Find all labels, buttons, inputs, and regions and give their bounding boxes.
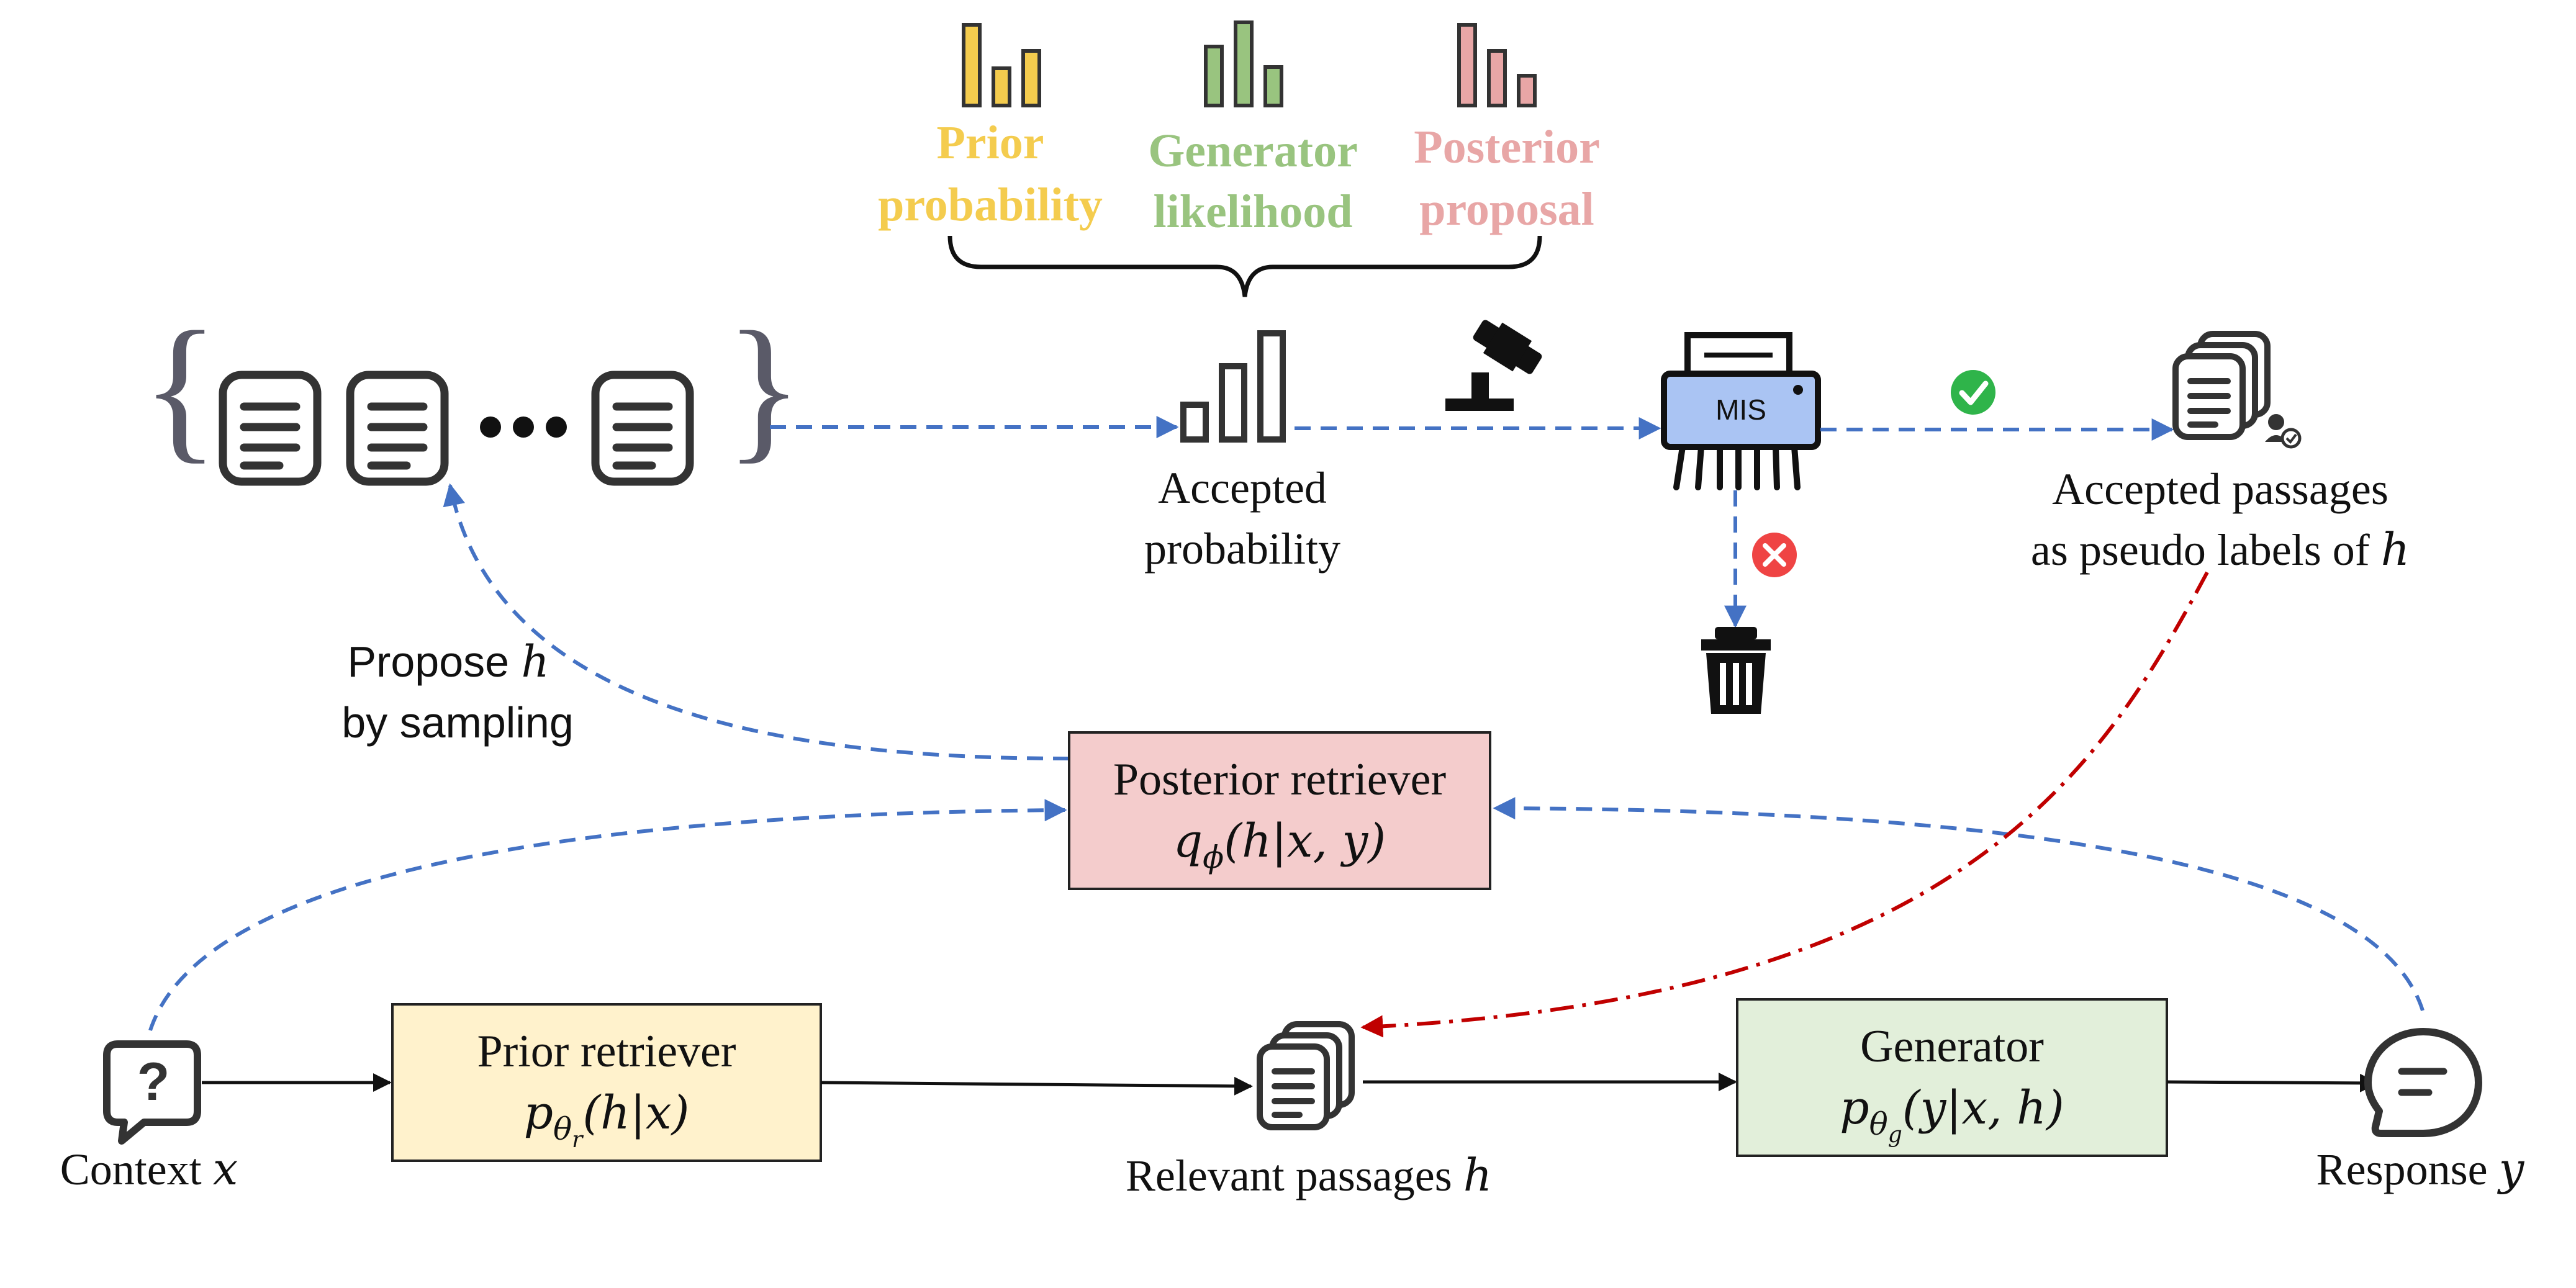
document-stack-icon xyxy=(1260,1024,1352,1127)
accepted-passages-line1: Accepted passages xyxy=(2052,464,2388,514)
propose-var: h xyxy=(522,636,549,687)
prior-retriever-box xyxy=(391,1003,822,1162)
set-open-brace: { xyxy=(142,299,219,477)
shredder-icon xyxy=(1661,332,1821,490)
trash-icon xyxy=(1701,627,1771,714)
posterior-title-line1: Posterior xyxy=(1414,121,1600,173)
generator-box xyxy=(1736,998,2168,1157)
posterior-retriever-formula: qϕ(h|x, y) xyxy=(1173,814,1386,875)
propose-line1: Propose h xyxy=(347,636,549,687)
chat-bubble-icon xyxy=(2364,1028,2482,1137)
prior-title-line2: probability xyxy=(878,179,1103,231)
prior-title-line1: Prior xyxy=(936,117,1044,169)
posterior-retriever-box xyxy=(1068,731,1491,890)
arrow-generator-to-response xyxy=(2166,1073,2379,1092)
check-circle-icon xyxy=(1951,370,1995,415)
accepted-passages-line2: as pseudo labels of h xyxy=(2031,523,2410,575)
approval-stamp-icon xyxy=(2265,414,2302,449)
document-icon xyxy=(350,375,445,482)
document-icon xyxy=(595,375,690,482)
question-bubble-icon xyxy=(103,1040,201,1145)
flow-arrow-context-to-posterior xyxy=(148,799,1067,1031)
posterior-proposal-chart-icon xyxy=(1457,23,1537,107)
accepted-passages-line2-text: as pseudo labels of xyxy=(2031,525,2381,575)
arrow-prior-to-relevant xyxy=(820,1076,1253,1096)
propose-line2: by sampling xyxy=(341,698,574,747)
flow-arrow-response-to-posterior xyxy=(1493,797,2425,1011)
prior-retriever-formula: pθr(h|x) xyxy=(524,1086,690,1153)
ellipsis-icon xyxy=(480,417,567,438)
generator-title-line2: likelihood xyxy=(1154,186,1353,238)
flow-arrow-posterior-to-set xyxy=(443,483,1070,760)
posterior-retriever-title: Posterior retriever xyxy=(1113,754,1446,805)
generator-title: Generator xyxy=(1860,1021,2044,1072)
bar-chart-icon xyxy=(1180,330,1286,443)
generator-formula: pθg(y|x, h) xyxy=(1840,1081,2064,1148)
generator-likelihood-chart-icon xyxy=(1204,20,1283,107)
accepted-probability-line1: Accepted xyxy=(1158,463,1327,513)
accepted-passages-var: h xyxy=(2381,523,2410,575)
grouping-brace xyxy=(947,235,1542,297)
gavel-icon xyxy=(1445,320,1542,411)
generator-title-line1: Generator xyxy=(1148,125,1358,177)
document-icon xyxy=(223,375,317,482)
response-var: y xyxy=(2497,1143,2525,1195)
relevant-passages-label: Relevant passages h xyxy=(1126,1149,1492,1201)
propose-text: Propose xyxy=(347,637,521,686)
relevant-passages-var: h xyxy=(1463,1149,1492,1201)
set-close-brace: } xyxy=(725,299,803,477)
context-label: Context x xyxy=(60,1143,238,1195)
pseudo-label-arrow xyxy=(1360,571,2209,1038)
prior-probability-chart-icon xyxy=(962,23,1041,107)
posterior-title-line2: proposal xyxy=(1419,183,1594,235)
relevant-passages-text: Relevant passages xyxy=(1126,1151,1463,1200)
response-label-text: Response xyxy=(2316,1145,2499,1194)
context-label-text: Context xyxy=(60,1145,213,1194)
question-mark-glyph: ? xyxy=(137,1052,170,1112)
accepted-probability-line2: probability xyxy=(1144,524,1340,574)
context-var: x xyxy=(213,1143,238,1195)
document-stack-icon xyxy=(2176,334,2267,437)
prior-retriever-title: Prior retriever xyxy=(477,1026,736,1077)
x-circle-icon xyxy=(1752,533,1797,577)
mis-label: MIS xyxy=(1715,394,1766,426)
response-label: Response y xyxy=(2316,1143,2525,1195)
